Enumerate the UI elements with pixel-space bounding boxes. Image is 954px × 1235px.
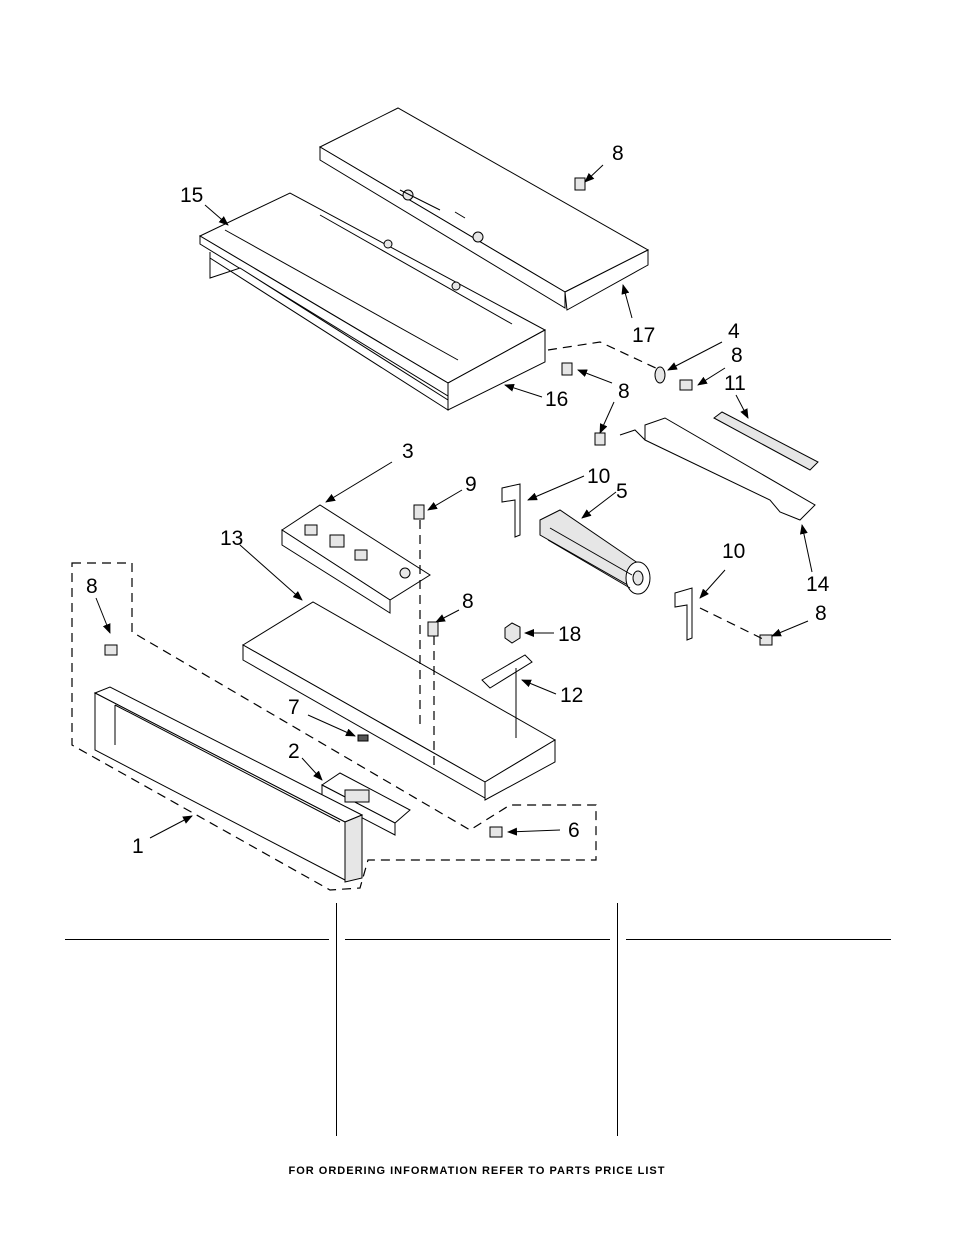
dashed-assembly-lines [71,341,766,891]
callout-3: 3 [402,440,414,463]
header-rule-3 [626,939,891,940]
part-17-top-cover [318,107,650,311]
callout-16: 16 [545,388,568,411]
part-3-control-board [281,504,431,614]
ordering-info-footer: FOR ORDERING INFORMATION REFER TO PARTS … [288,1165,666,1177]
part-16-panel [198,192,547,411]
callout-12: 12 [560,684,583,707]
exploded-parts-diagram: 8 15 17 4 8 8 16 11 3 9 10 5 13 10 8 14 … [71,107,830,891]
part-12-terminal-block [481,654,533,738]
part-14-bracket [619,417,816,521]
callout-13: 13 [220,527,243,550]
callout-8-left: 8 [86,575,98,598]
callout-8-right: 8 [731,344,743,367]
callout-6: 6 [568,819,580,842]
screw-8-mid [561,362,573,376]
part-13-mounting-plate [242,601,556,801]
screw-6 [489,826,503,838]
part-10-bracket-a [501,483,521,538]
screw-8-left [104,644,118,656]
callout-8-plate: 8 [462,590,474,613]
callout-10-lower: 10 [722,540,745,563]
screw-8-plate [427,621,439,637]
part-15-strip [224,229,459,361]
callout-arrows [95,164,813,839]
callout-8-top: 8 [612,142,624,165]
callout-18: 18 [558,623,581,646]
part-11-strip [713,411,819,471]
header-rule-2 [345,939,610,940]
callout-1: 1 [132,835,144,858]
callout-5: 5 [616,480,628,503]
column-divider-1 [336,903,337,1136]
callout-14: 14 [806,573,830,596]
screw-8-bracket [594,432,606,446]
part-1-control-panel [93,686,364,883]
callout-9: 9 [465,473,477,496]
part-2-ui-board [321,772,411,836]
part-5-blower-motor [539,509,651,595]
column-divider-2 [617,903,618,1136]
screw-8-lower-right [759,634,773,646]
callout-10-upper: 10 [587,465,610,488]
callout-17: 17 [632,324,655,347]
callout-4: 4 [728,320,740,343]
callout-8-mid: 8 [618,380,630,403]
screw-8-top [574,177,586,191]
washer-4 [654,366,666,384]
callout-8-lower-right: 8 [815,602,827,625]
callout-2: 2 [288,740,300,763]
callout-7: 7 [288,696,300,719]
part-18-nut [504,622,521,644]
callout-15: 15 [180,184,203,207]
part-7-clip [357,734,369,742]
callout-11: 11 [724,372,746,395]
screw-9 [413,504,425,520]
screw-8-right [679,379,693,391]
part-10-bracket-b [674,587,693,641]
header-rule-1 [65,939,329,940]
